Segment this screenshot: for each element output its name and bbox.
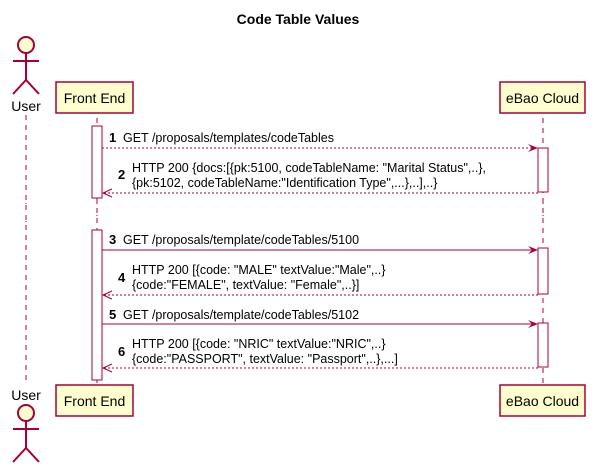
message-label: HTTP 200 {docs:[{pk:5100, codeTableName:… (132, 161, 486, 175)
activations (91, 125, 549, 381)
message-number: 6 (118, 344, 125, 359)
arrow-head (101, 290, 113, 300)
actor-user-bottom: User (11, 387, 41, 463)
arrow-head (528, 320, 538, 328)
message-4: 4 HTTP 200 [{code: "MALE" textValue:"Mal… (101, 263, 538, 300)
ebao-box (499, 384, 586, 417)
participant-ebao-bottom: eBao Cloud (499, 384, 586, 417)
ebao-label: eBao Cloud (506, 90, 579, 106)
actor-legs (12, 78, 40, 95)
participant-front-end-top: Front End (55, 81, 134, 114)
message-label: GET /proposals/templates/codeTables (123, 131, 334, 145)
message-number: 5 (109, 307, 116, 322)
message-number: 2 (118, 167, 125, 182)
front-end-label: Front End (64, 393, 125, 409)
message-number: 1 (109, 130, 116, 145)
actor-legs (12, 446, 40, 463)
participant-ebao-top: eBao Cloud (499, 81, 586, 114)
ebao-label: eBao Cloud (506, 393, 579, 409)
message-label: HTTP 200 [{code: "NRIC" textValue:"NRIC"… (132, 337, 386, 351)
message-6: 6 HTTP 200 [{code: "NRIC" textValue:"NRI… (101, 337, 538, 373)
front-end-box (55, 384, 134, 417)
front-end-label: Front End (64, 90, 125, 106)
ebao-activation (537, 147, 549, 193)
message-label: {code:"FEMALE", textValue: "Female",..}] (132, 278, 359, 292)
front-end-activation (91, 125, 103, 199)
message-label: {code:"PASSPORT", textValue: "Passport",… (132, 352, 398, 366)
ebao-activation (537, 247, 549, 295)
ebao-activation (537, 322, 549, 368)
actor-head (17, 36, 35, 54)
actor-user-top: User (11, 36, 41, 114)
participant-front-end-bottom: Front End (55, 384, 134, 417)
user-label: User (11, 387, 41, 403)
message-3: 3 GET /proposals/template/codeTables/510… (102, 232, 538, 254)
message-number: 4 (118, 270, 126, 285)
message-1: 1 GET /proposals/templates/codeTables (102, 130, 538, 152)
front-end-box (55, 81, 134, 114)
message-number: 3 (109, 232, 116, 247)
message-label: GET /proposals/template/codeTables/5100 (123, 233, 359, 247)
delay-separator (25, 203, 544, 226)
arrow-head (528, 144, 538, 152)
message-5: 5 GET /proposals/template/codeTables/510… (102, 307, 538, 328)
message-2: 2 HTTP 200 {docs:[{pk:5100, codeTableNam… (101, 161, 538, 198)
message-label: GET /proposals/template/codeTables/5102 (123, 308, 359, 322)
ebao-box (499, 81, 586, 114)
actor-head (17, 404, 35, 422)
arrow-head (101, 363, 113, 373)
front-end-activation (91, 229, 103, 381)
message-label: {pk:5102, codeTableName:"Identification … (132, 176, 437, 190)
arrow-head (528, 246, 538, 254)
diagram-title: Code Table Values (237, 11, 360, 27)
message-label: HTTP 200 [{code: "MALE" textValue:"Male"… (132, 263, 386, 277)
arrow-head (101, 188, 113, 198)
user-label: User (11, 98, 41, 114)
